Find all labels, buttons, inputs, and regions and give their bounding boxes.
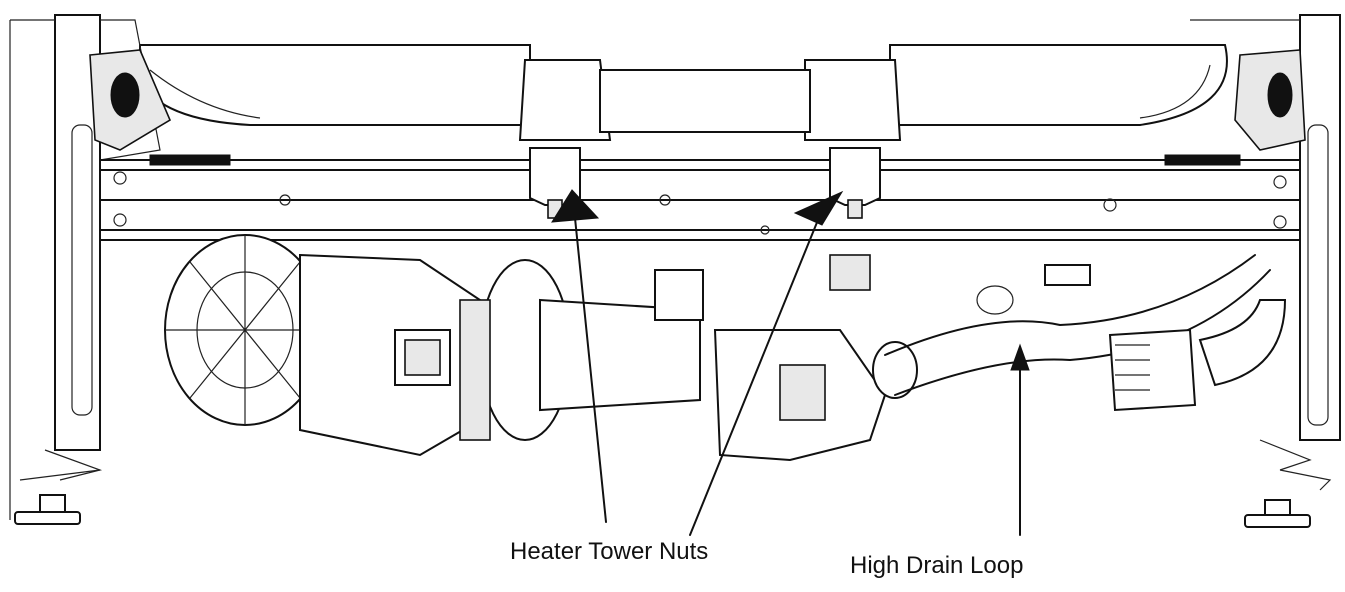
tub-outline — [139, 44, 1228, 141]
support-rails — [99, 154, 1301, 241]
heater-tower-nuts-label: Heater Tower Nuts — [510, 538, 709, 565]
left-frame — [9, 14, 172, 520]
drain-pump — [654, 254, 918, 462]
arrow-heater-nut-right — [689, 190, 844, 536]
high-drain-loop-hose — [884, 254, 1287, 412]
arrow-pointer-icon — [551, 189, 600, 223]
leveling-feet — [14, 439, 1332, 528]
arrow-heater-nut-left — [551, 189, 607, 523]
heater-towers — [529, 147, 881, 219]
arrow-pointer-icon — [1010, 343, 1030, 371]
arrow-pointer-icon — [793, 190, 844, 226]
arrow-high-drain-loop — [1010, 343, 1030, 536]
high-drain-loop-label: High Drain Loop — [850, 552, 1024, 579]
circulation-pump — [164, 234, 701, 457]
right-frame — [1190, 14, 1341, 441]
